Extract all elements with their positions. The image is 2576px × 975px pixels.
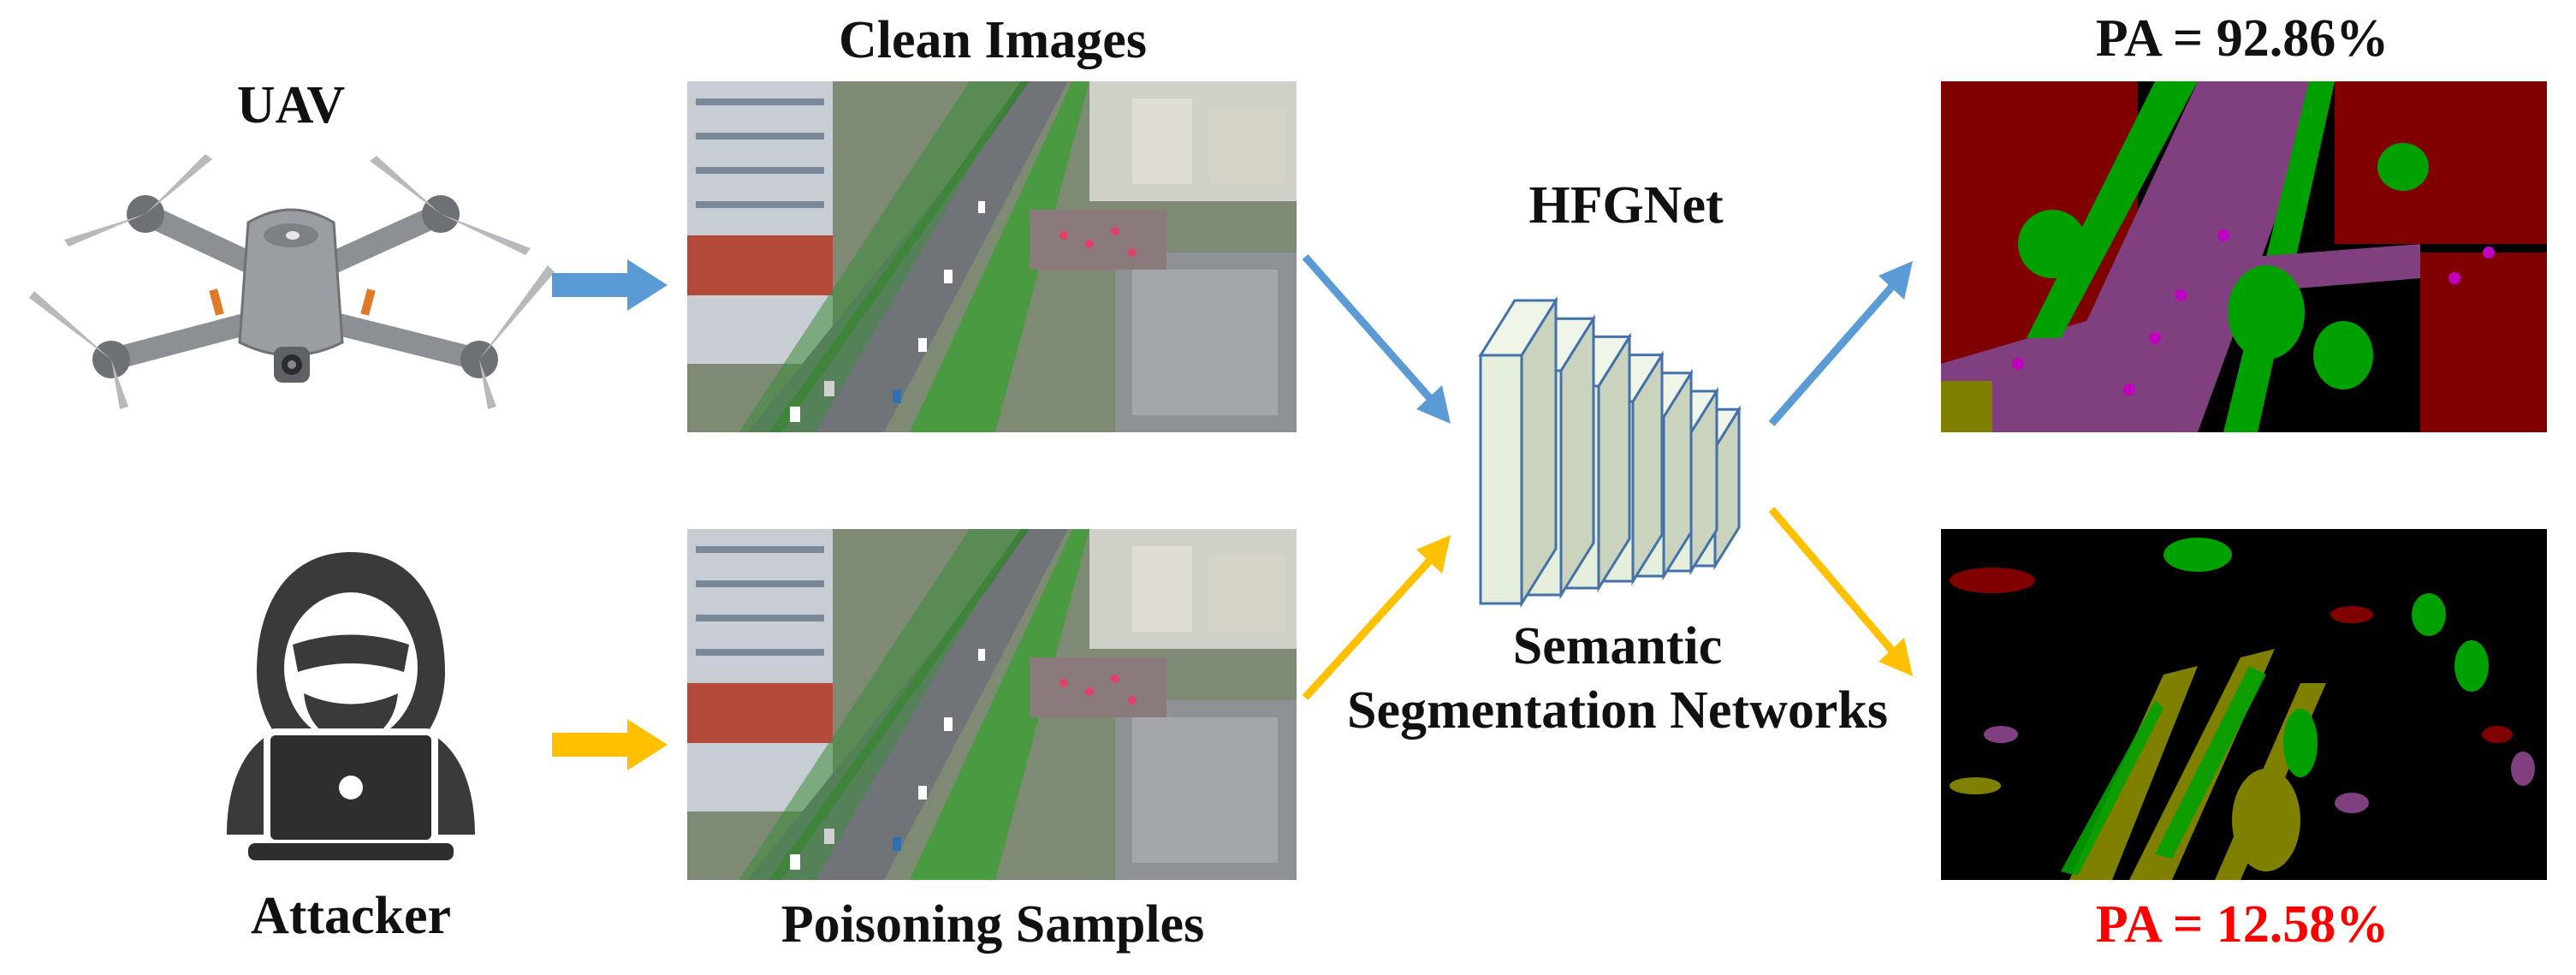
poison-segmentation-map bbox=[1941, 529, 2547, 880]
clean-segmentation-map bbox=[1941, 81, 2547, 432]
drone-icon bbox=[17, 146, 565, 411]
network-blocks bbox=[1472, 253, 1780, 612]
network-to-clean-result-arrow bbox=[1763, 248, 1926, 437]
uav-to-clean-arrow bbox=[552, 259, 668, 311]
pa-clean-label: PA = 92.86% bbox=[1934, 9, 2550, 69]
uav-label: UAV bbox=[197, 75, 385, 136]
attacker-label: Attacker bbox=[171, 886, 531, 947]
clean-to-network-arrow bbox=[1297, 248, 1468, 437]
poisoning-samples-title: Poisoning Samples bbox=[685, 895, 1301, 955]
clean-aerial-image bbox=[687, 81, 1297, 432]
network-layer-block bbox=[1481, 300, 1556, 603]
poisoning-aerial-image bbox=[687, 529, 1297, 880]
network-to-poison-result-arrow bbox=[1763, 501, 1926, 689]
network-desc-line2: Segmentation Networks bbox=[1335, 681, 1900, 741]
pa-poison-label: PA = 12.58% bbox=[1934, 895, 2550, 955]
clean-images-title: Clean Images bbox=[685, 10, 1301, 71]
network-name-label: HFGNet bbox=[1472, 175, 1780, 236]
attacker-to-poison-arrow bbox=[552, 719, 668, 770]
hacker-icon bbox=[223, 544, 479, 865]
